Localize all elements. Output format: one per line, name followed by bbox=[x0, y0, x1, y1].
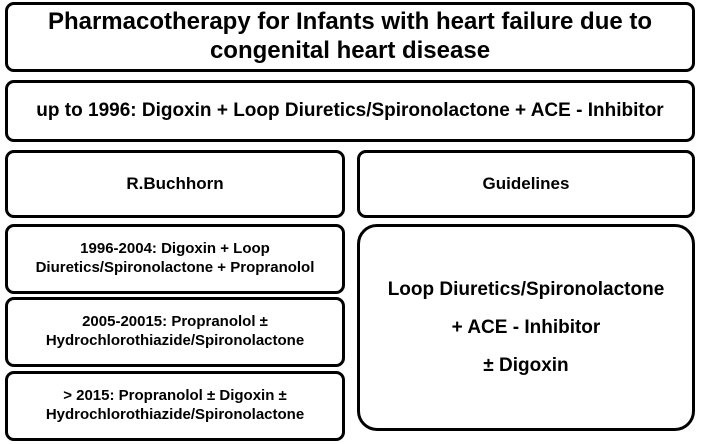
buchhorn-period-text: > 2015: Propranolol ± Digoxin ± Hydrochl… bbox=[46, 387, 304, 425]
guidelines-therapy-text: Loop Diuretics/Spironolactone + ACE - In… bbox=[388, 271, 665, 385]
buchhorn-period-line-2: Hydrochlorothiazide/Spironolactone bbox=[45, 332, 305, 349]
buchhorn-period-line-1: 1996-2004: Digoxin + Loop bbox=[80, 240, 270, 258]
guidelines-therapy-line-1: Loop Diuretics/Spironolactone bbox=[387, 278, 665, 300]
diagram-title-line-2: congenital heart disease bbox=[209, 37, 491, 64]
buchhorn-period-box-1996-2004: 1996-2004: Digoxin + Loop Diuretics/Spir… bbox=[5, 224, 345, 294]
guidelines-header-box: Guidelines bbox=[357, 150, 695, 218]
guidelines-therapy-line-2: + ACE - Inhibitor bbox=[451, 316, 601, 338]
guidelines-therapy-box: Loop Diuretics/Spironolactone + ACE - In… bbox=[357, 224, 695, 431]
buchhorn-period-line-1: > 2015: Propranolol ± Digoxin ± bbox=[63, 387, 287, 405]
diagram-title-box: Pharmacotherapy for Infants with heart f… bbox=[5, 2, 695, 72]
pre-1996-therapy-box: up to 1996: Digoxin + Loop Diuretics/Spi… bbox=[5, 80, 695, 142]
buchhorn-header-text: R.Buchhorn bbox=[126, 174, 224, 194]
guidelines-therapy-line-3: ± Digoxin bbox=[483, 354, 569, 376]
diagram-title: Pharmacotherapy for Infants with heart f… bbox=[48, 8, 652, 66]
buchhorn-period-line-2: Hydrochlorothiazide/Spironolactone bbox=[45, 406, 305, 423]
buchhorn-period-text: 2005-20015: Propranolol ± Hydrochlorothi… bbox=[46, 313, 304, 351]
guidelines-header-text: Guidelines bbox=[482, 174, 570, 194]
buchhorn-period-text: 1996-2004: Digoxin + Loop Diuretics/Spir… bbox=[36, 240, 315, 278]
pre-1996-therapy-text: up to 1996: Digoxin + Loop Diuretics/Spi… bbox=[36, 100, 664, 122]
buchhorn-period-box-2005-2015: 2005-20015: Propranolol ± Hydrochlorothi… bbox=[5, 297, 345, 367]
buchhorn-period-line-2: Diuretics/Spironolactone + Propranolol bbox=[35, 259, 315, 276]
buchhorn-header-box: R.Buchhorn bbox=[5, 150, 345, 218]
buchhorn-period-box-after-2015: > 2015: Propranolol ± Digoxin ± Hydrochl… bbox=[5, 371, 345, 441]
diagram-title-line-1: Pharmacotherapy for Infants with heart f… bbox=[47, 8, 653, 36]
buchhorn-period-line-1: 2005-20015: Propranolol ± bbox=[82, 313, 268, 331]
